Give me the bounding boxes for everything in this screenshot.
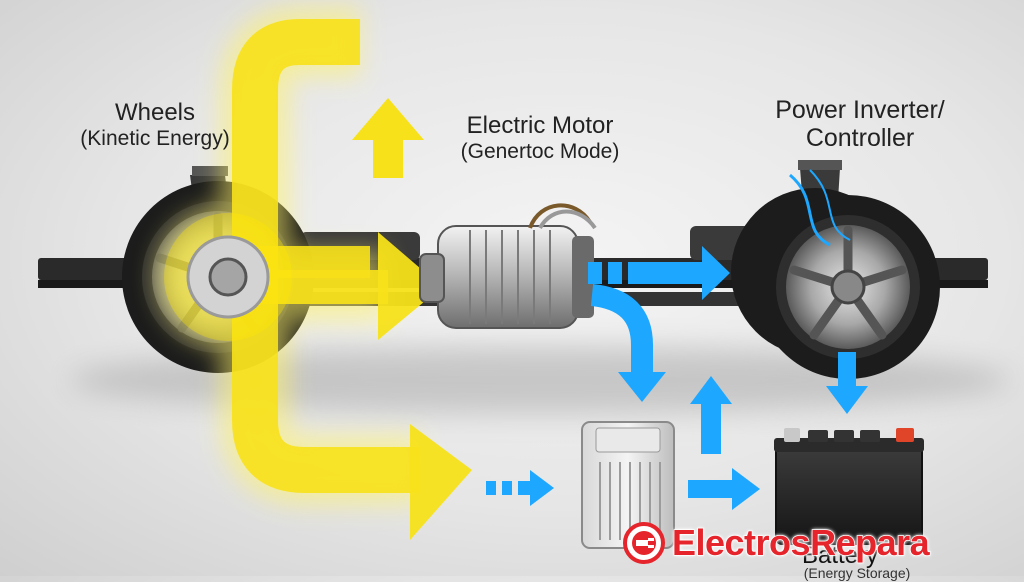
kinetic-energy-flow xyxy=(156,6,472,540)
motor-title: Electric Motor xyxy=(466,112,614,139)
wheels-subtitle: (Kinetic Energy) xyxy=(80,126,230,150)
battery-icon xyxy=(774,428,924,545)
inverter-title-line2: Controller xyxy=(805,124,915,152)
electric-arrow-up xyxy=(690,376,732,404)
motor-subtitle: (Genertoc Mode) xyxy=(460,139,620,163)
inverter-icon xyxy=(581,421,675,549)
rear-wheel-near xyxy=(756,169,940,379)
battery-title: Battery xyxy=(801,542,879,569)
kinetic-arrow-to-inverter xyxy=(410,424,472,540)
battery-subtitle: (Energy Storage) xyxy=(803,565,911,581)
kinetic-arrow-to-motor xyxy=(378,232,442,340)
electric-arrow-to-battery xyxy=(688,468,760,510)
watermark: ElectrosRepara xyxy=(622,518,1008,568)
electric-arrow-down-to-battery xyxy=(826,386,868,414)
inverter-label: Power Inverter/ Controller xyxy=(760,96,960,152)
motor-label: Electric Motor (Genertoc Mode) xyxy=(430,112,650,163)
inverter-title-line1: Power Inverter/ xyxy=(775,96,945,124)
electric-arrow-to-inverter xyxy=(486,470,554,506)
electric-energy-flow xyxy=(486,246,868,510)
watermark-text: ElectrosRepara xyxy=(671,521,930,564)
kinetic-arrow-up xyxy=(352,98,424,140)
wheels-label: Wheels (Kinetic Energy) xyxy=(70,99,240,150)
motor-icon xyxy=(419,203,597,329)
wheels-title: Wheels xyxy=(114,99,196,126)
electric-curve-motor-to-inverter xyxy=(590,284,653,372)
power-plug-icon xyxy=(623,522,665,564)
electric-arrow-motor-right xyxy=(588,246,730,300)
ground-shadow xyxy=(70,346,1010,414)
